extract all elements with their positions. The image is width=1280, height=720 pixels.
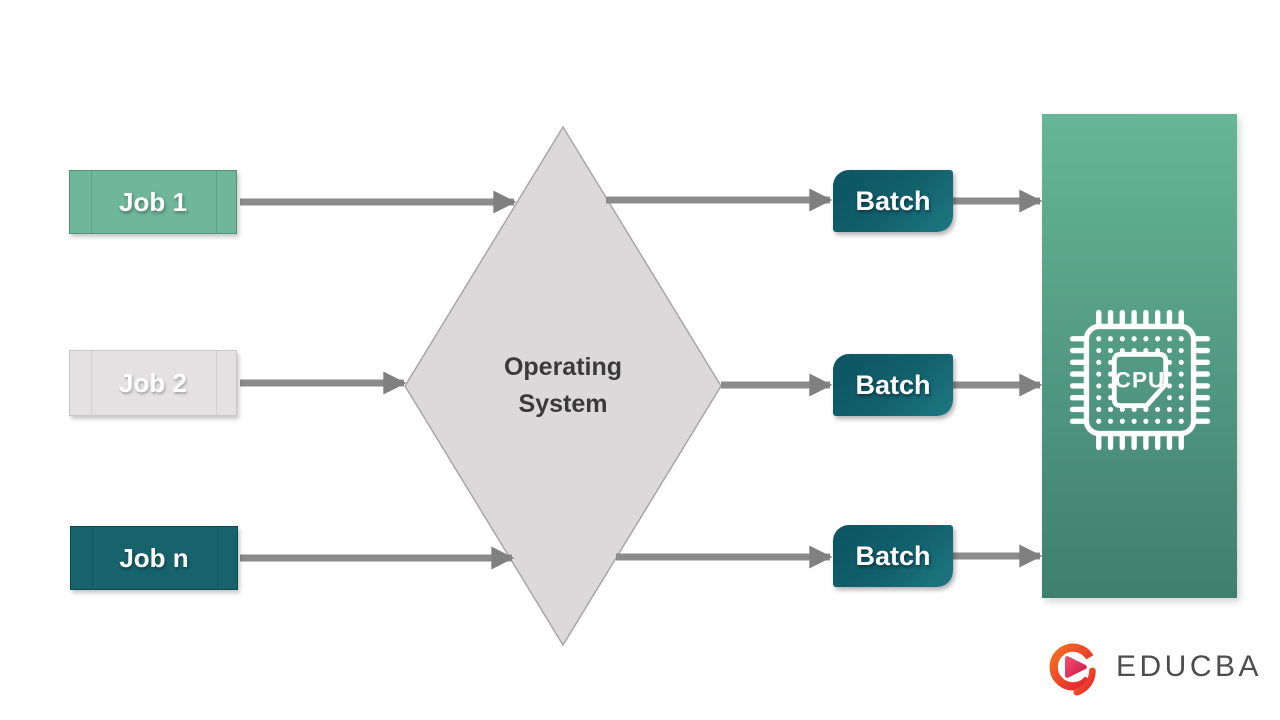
job-2-label: Job 2 [119, 367, 187, 398]
batch-3-box: Batch [833, 525, 953, 587]
operating-system-diamond [404, 125, 722, 647]
cpu-panel: CPU [1042, 114, 1237, 598]
job-1-box: Job 1 [69, 170, 237, 234]
batch-3-label: Batch [855, 540, 931, 571]
cpu-chip-icon: CPU [1069, 309, 1210, 451]
batch-1-box: Batch [833, 170, 953, 232]
educba-logo-text: EDUCBA [1116, 650, 1263, 683]
job-n-box: Job n [70, 526, 238, 590]
educba-swirl-icon [1049, 643, 1096, 696]
batch-2-box: Batch [833, 354, 953, 416]
job-n-label: Job n [119, 542, 189, 573]
job-2-box: Job 2 [69, 350, 237, 416]
educba-logo: EDUCBA [1045, 638, 1262, 696]
operating-system-label: Operating System [503, 353, 623, 418]
batch-2-label: Batch [855, 369, 931, 400]
batch-1-label: Batch [855, 185, 931, 216]
cpu-label: CPU [1114, 368, 1165, 393]
job-1-label: Job 1 [119, 186, 187, 217]
